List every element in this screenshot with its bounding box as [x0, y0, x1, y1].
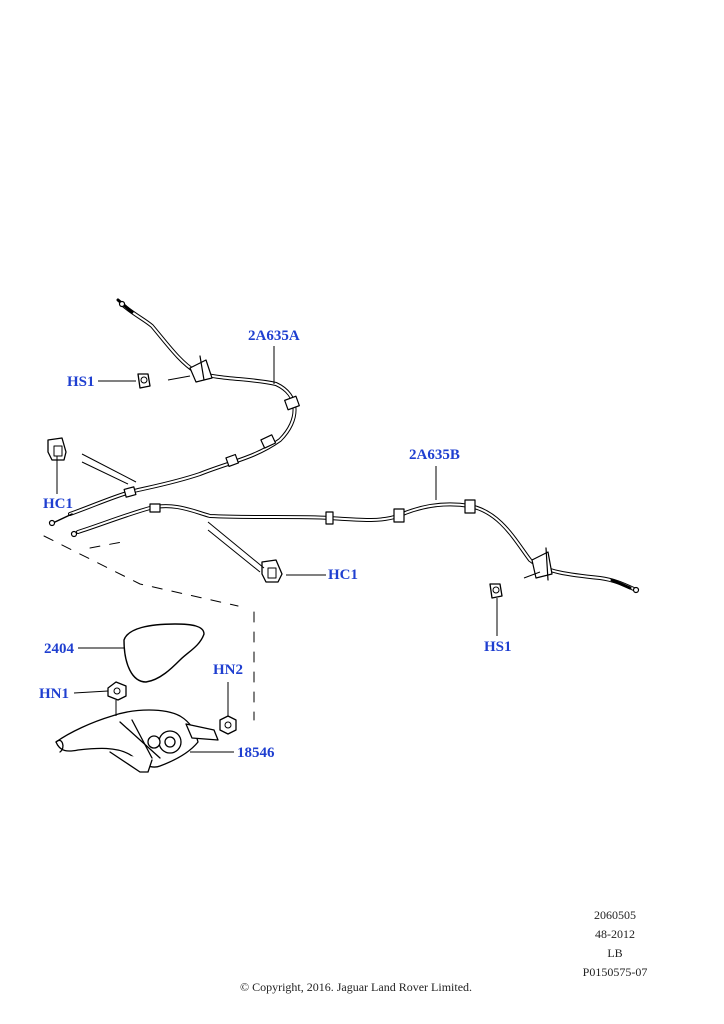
callout-hs1-upper[interactable]: HS1	[67, 374, 95, 390]
dashed-outline	[43, 535, 255, 721]
leader-lines	[56, 346, 541, 753]
callout-2a635b[interactable]: 2A635B	[409, 447, 460, 463]
callout-hn1[interactable]: HN1	[39, 686, 69, 702]
nut-hn2	[219, 715, 237, 735]
reference-line-4: P0150575-07	[582, 965, 648, 979]
callout-2404[interactable]: 2404	[44, 641, 74, 657]
clip-hc1-left	[47, 437, 67, 461]
reference-block: 2060505 48-2012 LB P0150575-07	[560, 906, 670, 982]
reference-line-2: 48-2012	[595, 927, 635, 941]
copyright-notice: © Copyright, 2016. Jaguar Land Rover Lim…	[239, 980, 473, 994]
boot-2404	[123, 623, 205, 683]
nut-hn1	[107, 681, 127, 701]
callout-hc1-center[interactable]: HC1	[328, 567, 358, 583]
reference-line-3: LB	[607, 946, 623, 960]
callout-18546[interactable]: 18546	[237, 745, 275, 761]
callout-2a635a[interactable]: 2A635A	[248, 328, 300, 344]
lever-assembly-18546	[55, 709, 219, 773]
callout-hn2[interactable]: HN2	[213, 662, 243, 678]
clip-hc1-center	[261, 559, 283, 583]
reference-line-1: 2060505	[594, 908, 636, 922]
cable-2a635b	[70, 499, 640, 594]
cable-2a635a	[48, 298, 300, 527]
callout-hs1-right[interactable]: HS1	[484, 639, 512, 655]
callout-hc1-left[interactable]: HC1	[43, 496, 73, 512]
screw-hs1-upper	[137, 373, 151, 389]
screw-hs1-right	[489, 583, 503, 599]
